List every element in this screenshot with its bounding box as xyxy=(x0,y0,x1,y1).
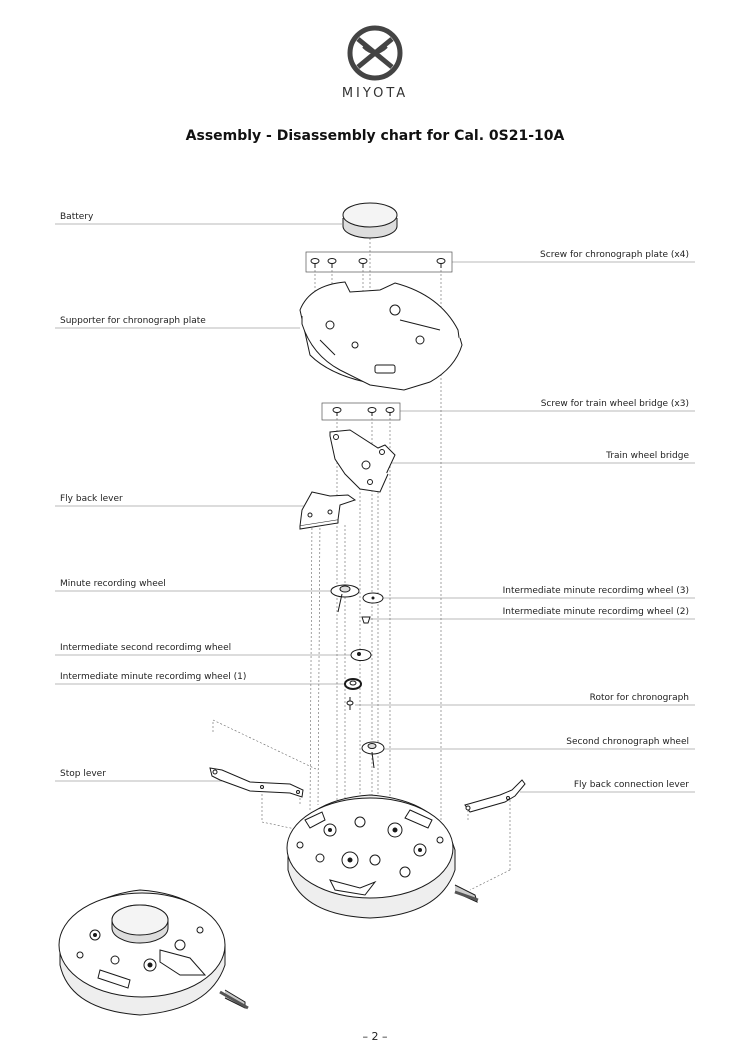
train-wheel-bridge xyxy=(329,429,396,493)
label-supporter-plate: Supporter for chronograph plate xyxy=(60,316,206,326)
label-rotor-for-chronograph: Rotor for chronograph xyxy=(589,693,689,703)
label-screw-train-bridge: Screw for train wheel bridge (x3) xyxy=(540,399,689,409)
label-train-wheel-bridge: Train wheel bridge xyxy=(606,451,689,461)
screw-group-plate xyxy=(305,251,453,273)
label-intermediate-minute-wheel-1: Intermediate minute recordimg wheel (1) xyxy=(60,672,247,682)
label-fly-back-connection-lever: Fly back connection lever xyxy=(573,780,689,790)
label-intermediate-minute-wheel-3: Intermediate minute recordimg wheel (3) xyxy=(502,586,689,596)
miyota-logo-icon xyxy=(347,25,403,81)
battery-part xyxy=(342,202,398,239)
page-number: – 2 – xyxy=(362,1030,388,1043)
intermediate-minute-wheel-1 xyxy=(344,678,362,690)
assembled-movement xyxy=(58,889,249,1016)
brand-name: MIYOTA xyxy=(341,86,409,101)
rotor-for-chronograph xyxy=(346,697,354,710)
stop-lever xyxy=(209,767,304,798)
fly-back-connection-lever xyxy=(464,779,526,813)
label-intermediate-second-wheel: Intermediate second recordimg wheel xyxy=(60,643,232,653)
intermediate-minute-wheel-3 xyxy=(362,592,384,604)
fly-back-lever xyxy=(299,491,357,530)
second-chronograph-wheel xyxy=(361,741,385,769)
label-second-chronograph-wheel: Second chronograph wheel xyxy=(566,737,689,747)
intermediate-minute-wheel-2 xyxy=(361,616,371,624)
label-minute-recording-wheel: Minute recording wheel xyxy=(60,579,166,589)
main-movement xyxy=(286,794,479,919)
screw-group-bridge xyxy=(321,402,401,421)
intermediate-second-wheel xyxy=(350,649,372,661)
minute-recording-wheel xyxy=(330,584,360,613)
page-title: Assembly - Disassembly chart for Cal. 0S… xyxy=(185,128,565,144)
label-battery: Battery xyxy=(60,212,94,222)
label-screw-chrono-plate: Screw for chronograph plate (x4) xyxy=(540,250,689,260)
screw-train-bridge xyxy=(332,407,395,416)
label-intermediate-minute-wheel-2: Intermediate minute recordimg wheel (2) xyxy=(502,607,689,617)
label-fly-back-lever: Fly back lever xyxy=(60,494,123,504)
screw-chrono-plate xyxy=(310,258,446,268)
label-stop-lever: Stop lever xyxy=(60,769,106,779)
supporter-plate xyxy=(299,281,463,391)
